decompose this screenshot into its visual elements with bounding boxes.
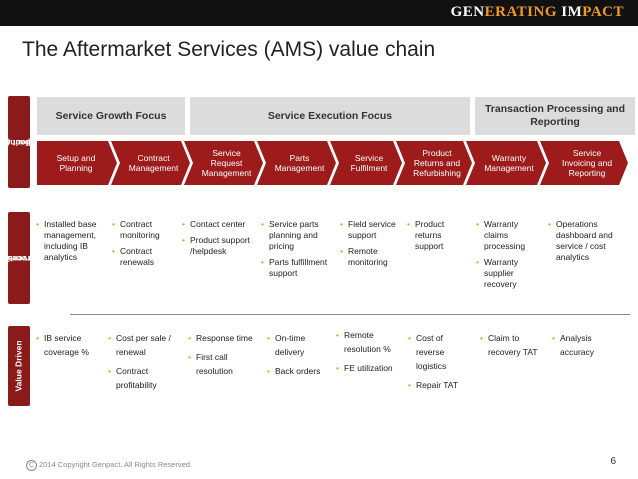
value-col-3: Response time First call resolution (188, 331, 260, 383)
value-col-8: Analysis accuracy (552, 331, 612, 364)
list-item: Remote resolution % (336, 328, 406, 356)
side-label-offerings-line2: Offerings (0, 137, 38, 148)
brand-part-2: ERATING (484, 4, 562, 20)
list-item: Repair TAT (408, 378, 470, 392)
value-col-1: IB service coverage % (36, 331, 104, 364)
list-item: Cost per sale / renewal (108, 331, 180, 359)
offering-parts-management: Parts Management (257, 141, 336, 185)
list-item: Warranty supplier recovery (476, 257, 542, 290)
offering-service-fulfilment: Service Fulfilment (330, 141, 402, 185)
offering-contract-management: Contract Management (111, 141, 190, 185)
list-item: Installed base management, including IB … (36, 219, 108, 263)
list-item: Field service support (340, 219, 406, 241)
footer-text: 2014 Copyright Genpact. All Rights Reser… (39, 460, 192, 469)
list-item: Contract monitoring (112, 219, 178, 241)
side-label-value-text: Value Driven (13, 340, 24, 392)
value-col-4: On-time delivery Back orders (267, 331, 333, 383)
list-item: On-time delivery (267, 331, 333, 359)
process-col-8: Operations dashboard and service / cost … (548, 219, 632, 268)
focus-service-execution: Service Execution Focus (190, 97, 470, 135)
offering-service-invoicing: Service Invoicing and Reporting (540, 141, 628, 185)
page-title: The Aftermarket Services (AMS) value cha… (22, 38, 436, 61)
copyright-icon: C (26, 460, 37, 471)
list-item: Parts fulfillment support (261, 257, 337, 279)
list-item: Operations dashboard and service / cost … (548, 219, 632, 263)
list-item: Analysis accuracy (552, 331, 612, 359)
brand-part-3: IM (561, 4, 583, 20)
offering-service-request-management: Service Request Management (184, 141, 263, 185)
process-col-5: Field service support Remote monitoring (340, 219, 406, 273)
value-col-6: Cost of reverse logistics Repair TAT (408, 331, 470, 397)
offering-warranty-management: Warranty Management (466, 141, 546, 185)
focus-transaction-processing: Transaction Processing and Reporting (475, 97, 635, 135)
process-col-4: Service parts planning and pricing Parts… (261, 219, 337, 284)
list-item: Contract profitability (108, 364, 180, 392)
list-item: First call resolution (188, 350, 260, 378)
list-item: Service parts planning and pricing (261, 219, 337, 252)
side-label-value: Value Driven (8, 326, 30, 406)
process-col-1: Installed base management, including IB … (36, 219, 108, 268)
side-label-offerings: Genpact AMSOfferings (0, 96, 46, 188)
brand-part-1: GEN (450, 4, 485, 20)
value-col-5: Remote resolution % FE utilization (336, 328, 406, 380)
list-item: Contract renewals (112, 246, 178, 268)
brand-part-4: PACT (582, 4, 624, 20)
side-label-process: ProcessInterventions (0, 212, 46, 304)
header-bar: GENERATING IMPACT (0, 0, 638, 26)
list-item: Response time (188, 331, 260, 345)
list-item: Contact center (182, 219, 258, 230)
list-item: Remote monitoring (340, 246, 406, 268)
offering-product-returns: Product Returns and Refurbishing (396, 141, 472, 185)
list-item: Warranty claims processing (476, 219, 542, 252)
offering-setup-planning: Setup and Planning (37, 141, 117, 185)
list-item: Claim to recovery TAT (480, 331, 544, 359)
list-item: Product returns support (407, 219, 469, 252)
list-item: FE utilization (336, 361, 406, 375)
list-item: Back orders (267, 364, 333, 378)
value-col-2: Cost per sale / renewal Contract profita… (108, 331, 180, 397)
process-col-6: Product returns support (407, 219, 469, 257)
brand-logo: GENERATING IMPACT (451, 4, 624, 21)
value-col-7: Claim to recovery TAT (480, 331, 544, 364)
list-item: IB service coverage % (36, 331, 104, 359)
focus-service-growth: Service Growth Focus (37, 97, 185, 135)
page-number: 6 (610, 456, 616, 467)
process-col-3: Contact center Product support /helpdesk (182, 219, 258, 262)
list-item: Cost of reverse logistics (408, 331, 470, 373)
process-col-2: Contract monitoring Contract renewals (112, 219, 178, 273)
section-divider (70, 314, 630, 315)
list-item: Product support /helpdesk (182, 235, 258, 257)
process-col-7: Warranty claims processing Warranty supp… (476, 219, 542, 295)
